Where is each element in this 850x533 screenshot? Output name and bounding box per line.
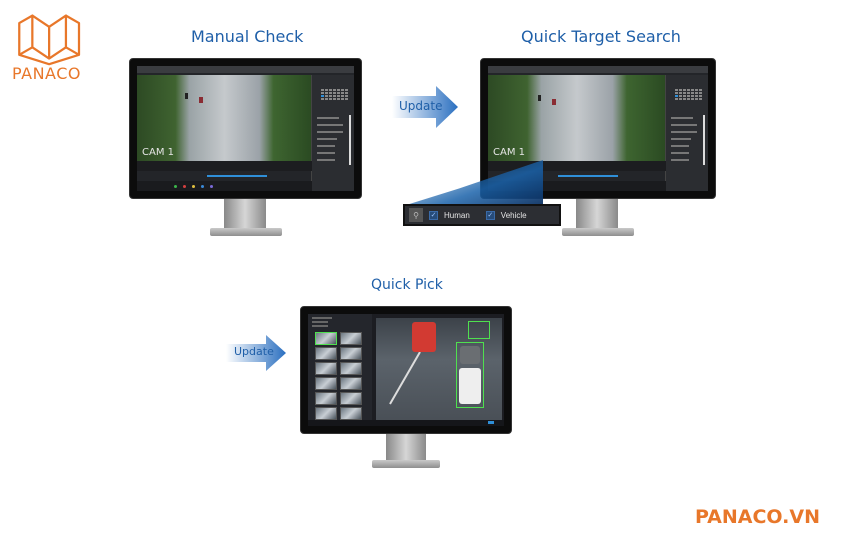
title-quick-pick: Quick Pick — [371, 277, 443, 293]
vehicle-label: Vehicle — [500, 210, 527, 220]
thumbnail-panel — [308, 314, 372, 426]
thumbnail[interactable] — [315, 347, 337, 360]
playback-controls[interactable] — [137, 161, 312, 171]
human-label: Human — [444, 210, 470, 220]
screen-quick-pick — [308, 314, 504, 426]
thumbnail[interactable] — [340, 332, 362, 345]
timeline[interactable] — [207, 175, 267, 177]
thumbnail[interactable] — [340, 362, 362, 375]
side-panel — [311, 75, 354, 191]
camera-label: CAM 1 — [142, 147, 174, 158]
playback-controls[interactable] — [488, 161, 666, 171]
calendar[interactable] — [321, 89, 348, 100]
camera-label: CAM 1 — [493, 147, 525, 158]
monitor-manual-check: CAM 1 — [129, 58, 362, 242]
vehicle-checkbox[interactable]: ✓ — [485, 210, 495, 220]
screen-manual-check: CAM 1 — [137, 66, 354, 191]
scrollbar[interactable] — [349, 115, 351, 165]
screen-quick-target-search: CAM 1 — [488, 66, 708, 191]
thumbnail[interactable] — [315, 377, 337, 390]
thumbnail[interactable] — [340, 392, 362, 405]
thumbnail[interactable] — [315, 407, 337, 420]
calendar[interactable] — [675, 89, 702, 100]
app-toolbar — [488, 66, 708, 73]
filter-icon[interactable]: ⚲ — [409, 208, 423, 222]
app-toolbar — [137, 66, 354, 73]
side-panel — [665, 75, 708, 191]
monitor-quick-target-search: CAM 1 — [480, 58, 716, 242]
thumbnail[interactable] — [340, 347, 362, 360]
thumbnail[interactable] — [315, 392, 337, 405]
video-feed: CAM 1 — [488, 75, 666, 161]
title-manual-check: Manual Check — [191, 27, 304, 46]
video-feed — [376, 318, 502, 422]
timeline[interactable] — [558, 175, 618, 177]
update-label: Update — [234, 345, 274, 358]
update-arrow-icon — [226, 335, 286, 371]
action-button[interactable] — [488, 421, 494, 424]
monitor-quick-pick — [300, 306, 512, 470]
thumbnail[interactable] — [340, 377, 362, 390]
scrollbar[interactable] — [703, 115, 705, 165]
website-text: PANACO.VN — [695, 506, 820, 528]
detection-box — [468, 321, 490, 339]
target-filter-bar: ⚲ ✓ Human ✓ Vehicle — [403, 204, 561, 226]
thumbnail[interactable] — [340, 407, 362, 420]
title-quick-target-search: Quick Target Search — [521, 27, 681, 46]
update-arrow-icon — [392, 86, 458, 128]
video-feed: CAM 1 — [137, 75, 312, 161]
bottom-bar — [137, 181, 312, 191]
panaco-logo-icon — [18, 14, 81, 66]
human-checkbox[interactable]: ✓ — [429, 210, 438, 220]
update-label: Update — [399, 99, 443, 113]
logo-text: PANACO — [12, 64, 81, 83]
bottom-bar — [308, 420, 504, 426]
thumbnail[interactable] — [315, 332, 337, 345]
detection-box — [456, 342, 484, 408]
thumbnail[interactable] — [315, 362, 337, 375]
bottom-bar — [488, 181, 666, 191]
